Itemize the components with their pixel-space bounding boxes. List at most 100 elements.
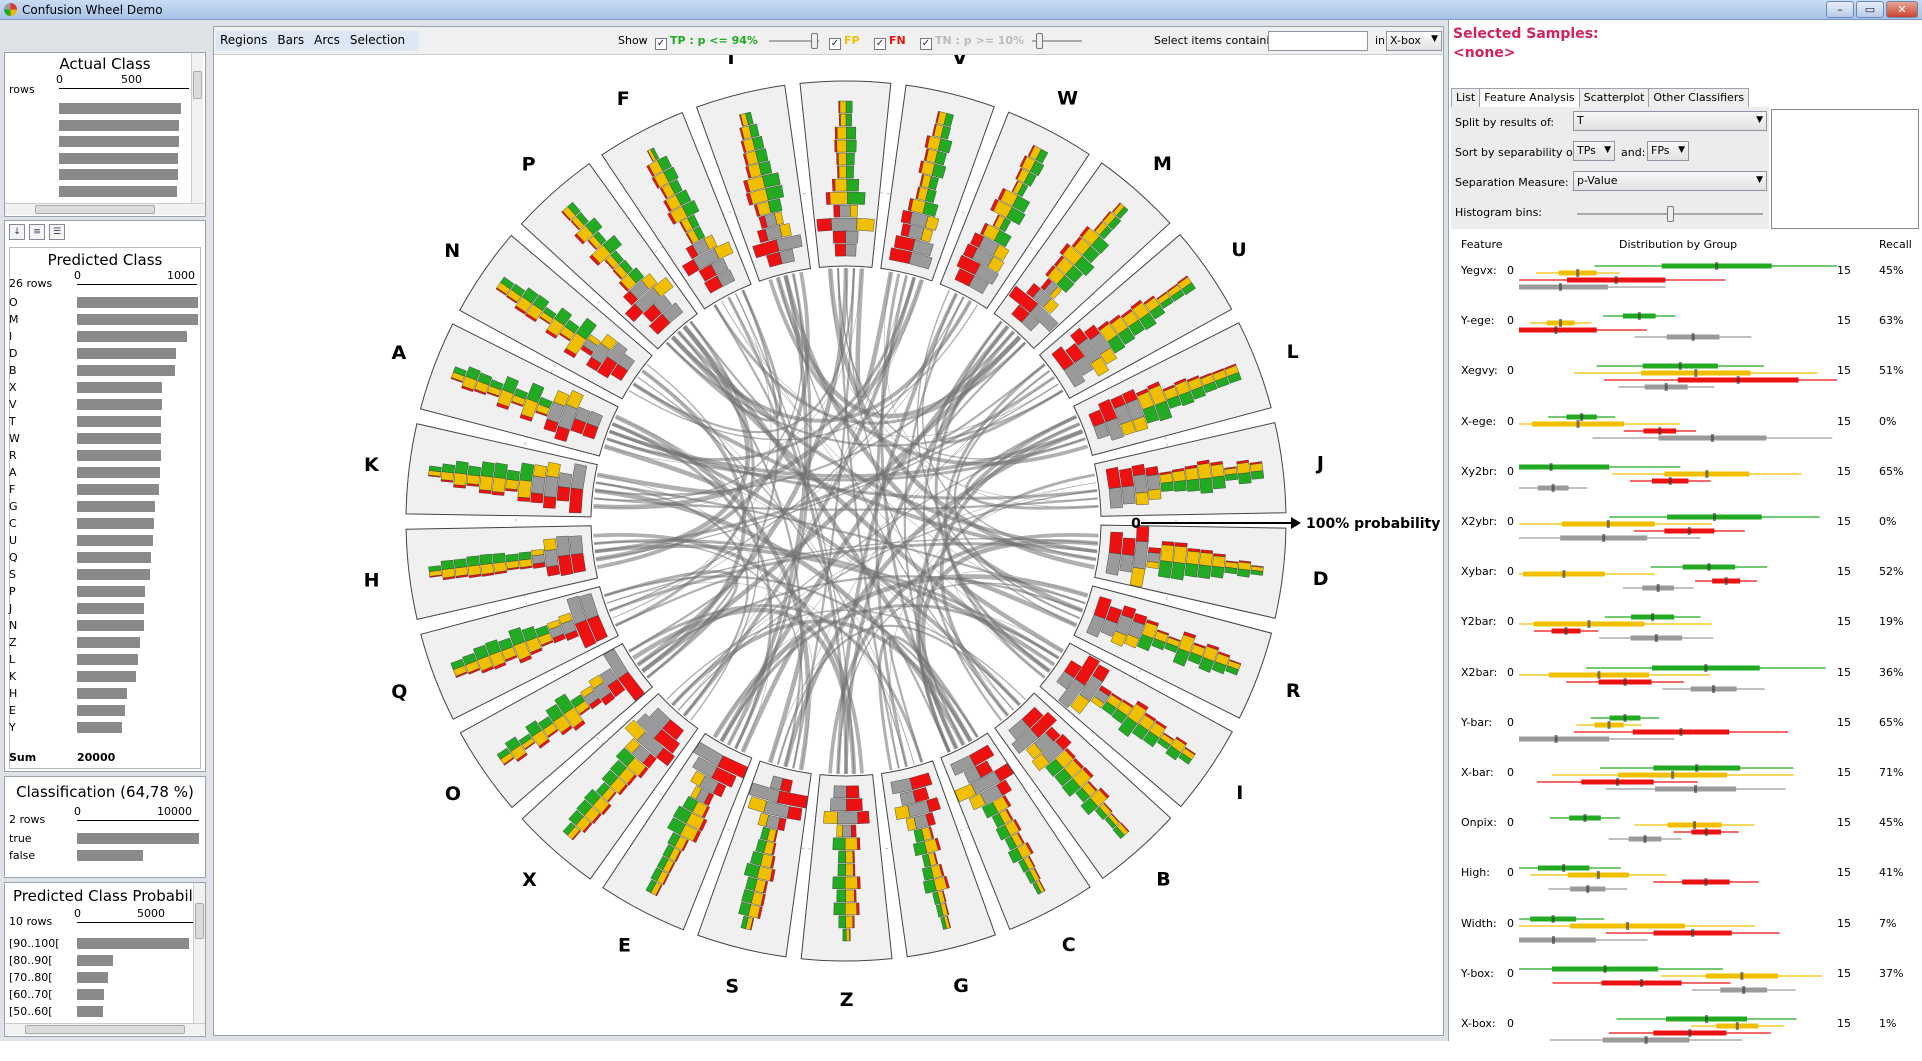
class-label[interactable]: W xyxy=(1057,87,1078,109)
bar-label[interactable]: [90..100[ xyxy=(9,937,60,950)
tp-slider-knob[interactable] xyxy=(811,33,818,49)
count-bar[interactable] xyxy=(77,722,122,733)
fn-toggle[interactable]: ✓FN xyxy=(874,34,906,50)
tab-other-classifiers[interactable]: Other Classifiers xyxy=(1648,88,1749,107)
feature-row[interactable]: Onpix: 0 15 45% xyxy=(1449,810,1922,860)
count-bar[interactable] xyxy=(77,620,144,631)
count-bar[interactable] xyxy=(77,705,125,716)
menu-bars[interactable]: Bars xyxy=(277,33,304,47)
class-sector[interactable] xyxy=(801,775,892,961)
count-bar[interactable] xyxy=(59,186,177,197)
count-bar[interactable] xyxy=(77,1006,103,1017)
count-bar[interactable] xyxy=(77,552,151,563)
bar-label[interactable]: N xyxy=(9,619,17,632)
measure-select[interactable]: p-Value▼ xyxy=(1573,171,1767,191)
count-bar[interactable] xyxy=(77,416,161,427)
feature-row[interactable]: Xybar: 0 15 52% xyxy=(1449,559,1922,609)
count-bar[interactable] xyxy=(59,169,178,180)
bar-label[interactable]: K xyxy=(9,670,16,683)
bar-label[interactable]: S xyxy=(9,568,16,581)
count-bar[interactable] xyxy=(77,654,138,665)
feature-row[interactable]: High: 0 15 41% xyxy=(1449,860,1922,910)
bar-label[interactable]: [50..60[ xyxy=(9,1005,53,1018)
class-label[interactable]: D xyxy=(1313,568,1329,590)
count-bar[interactable] xyxy=(77,484,159,495)
class-sector[interactable] xyxy=(800,81,891,267)
count-bar[interactable] xyxy=(59,103,181,114)
class-label[interactable]: R xyxy=(1286,680,1301,702)
feature-row[interactable]: X2bar: 0 15 36% xyxy=(1449,660,1922,710)
class-label[interactable]: Q xyxy=(391,681,407,703)
count-bar[interactable] xyxy=(77,989,104,1000)
sort-asc-icon[interactable]: ↓ xyxy=(9,224,25,240)
tp-toggle[interactable]: ✓TP : p <= 94% xyxy=(655,34,758,50)
feature-row[interactable]: Y-ege: 0 15 63% xyxy=(1449,308,1922,358)
bar-label[interactable]: J xyxy=(9,602,12,615)
feature-row[interactable]: X-bar: 0 15 71% xyxy=(1449,760,1922,810)
count-bar[interactable] xyxy=(77,348,176,359)
tp-checkbox[interactable]: ✓ xyxy=(655,38,667,50)
bar-label[interactable]: L xyxy=(9,653,15,666)
count-bar[interactable] xyxy=(77,833,199,844)
count-bar[interactable] xyxy=(77,467,160,478)
bar-label[interactable]: [70..80[ xyxy=(9,971,53,984)
tn-toggle[interactable]: ✓TN : p >= 10% xyxy=(920,34,1024,50)
feature-select[interactable]: X-box▼ xyxy=(1386,31,1442,51)
minimize-button[interactable]: – xyxy=(1826,1,1854,18)
fn-checkbox[interactable]: ✓ xyxy=(874,38,886,50)
count-bar[interactable] xyxy=(77,938,189,949)
tab-feature-analysis[interactable]: Feature Analysis xyxy=(1479,88,1579,107)
feature-row[interactable]: Y-bar: 0 15 65% xyxy=(1449,710,1922,760)
count-bar[interactable] xyxy=(77,382,162,393)
menu-arcs[interactable]: Arcs xyxy=(314,33,340,47)
bar-label[interactable]: R xyxy=(9,449,17,462)
tn-checkbox[interactable]: ✓ xyxy=(920,38,932,50)
feature-row[interactable]: Width: 0 15 7% xyxy=(1449,911,1922,961)
class-label[interactable]: C xyxy=(1062,934,1076,956)
horizontal-scrollbar[interactable] xyxy=(5,203,205,215)
split-select[interactable]: T▼ xyxy=(1573,111,1767,131)
count-bar[interactable] xyxy=(59,136,179,147)
bar-label[interactable]: Y xyxy=(9,721,16,734)
feature-row[interactable]: Xegvy: 0 15 51% xyxy=(1449,358,1922,408)
bar-label[interactable]: T xyxy=(9,415,16,428)
sort-list-icon[interactable]: ☰ xyxy=(49,224,65,240)
class-label[interactable]: H xyxy=(364,569,380,591)
bar-label[interactable]: V xyxy=(9,398,17,411)
bar-label[interactable]: true xyxy=(9,832,32,845)
tn-slider-knob[interactable] xyxy=(1036,33,1043,49)
bar-label[interactable]: W xyxy=(9,432,20,445)
class-label[interactable]: K xyxy=(364,454,380,476)
bar-label[interactable]: false xyxy=(9,849,35,862)
class-label[interactable]: V xyxy=(952,55,967,69)
bar-label[interactable]: [60..70[ xyxy=(9,988,53,1001)
bar-label[interactable]: [80..90[ xyxy=(9,954,53,967)
count-bar[interactable] xyxy=(77,637,140,648)
class-label[interactable]: Z xyxy=(840,989,854,1011)
bar-label[interactable]: Q xyxy=(9,551,18,564)
bar-label[interactable]: F xyxy=(9,483,15,496)
count-bar[interactable] xyxy=(77,314,198,325)
tp-threshold-slider[interactable] xyxy=(769,40,819,42)
feature-row[interactable]: X2ybr: 0 15 0% xyxy=(1449,509,1922,559)
count-bar[interactable] xyxy=(77,331,187,342)
feature-row[interactable]: X-ege: 0 15 0% xyxy=(1449,409,1922,459)
count-bar[interactable] xyxy=(77,518,154,529)
menu-regions[interactable]: Regions xyxy=(220,33,267,47)
tab-scatterplot[interactable]: Scatterplot xyxy=(1579,88,1650,107)
bar-label[interactable]: I xyxy=(9,330,12,343)
feature-row[interactable]: Yegvx: 0 15 45% xyxy=(1449,258,1922,308)
count-bar[interactable] xyxy=(77,569,150,580)
count-bar[interactable] xyxy=(77,297,198,308)
vertical-scrollbar[interactable] xyxy=(193,883,205,1023)
count-bar[interactable] xyxy=(77,501,155,512)
close-button[interactable]: ✕ xyxy=(1886,1,1918,18)
fp-toggle[interactable]: ✓FP xyxy=(829,34,860,50)
and-select[interactable]: FPs▼ xyxy=(1647,141,1689,161)
bins-slider-knob[interactable] xyxy=(1667,206,1674,222)
class-label[interactable]: M xyxy=(1153,153,1172,175)
sort-desc-icon[interactable]: ≡ xyxy=(29,224,45,240)
count-bar[interactable] xyxy=(77,450,161,461)
fp-checkbox[interactable]: ✓ xyxy=(829,38,841,50)
class-label[interactable]: G xyxy=(953,975,969,997)
